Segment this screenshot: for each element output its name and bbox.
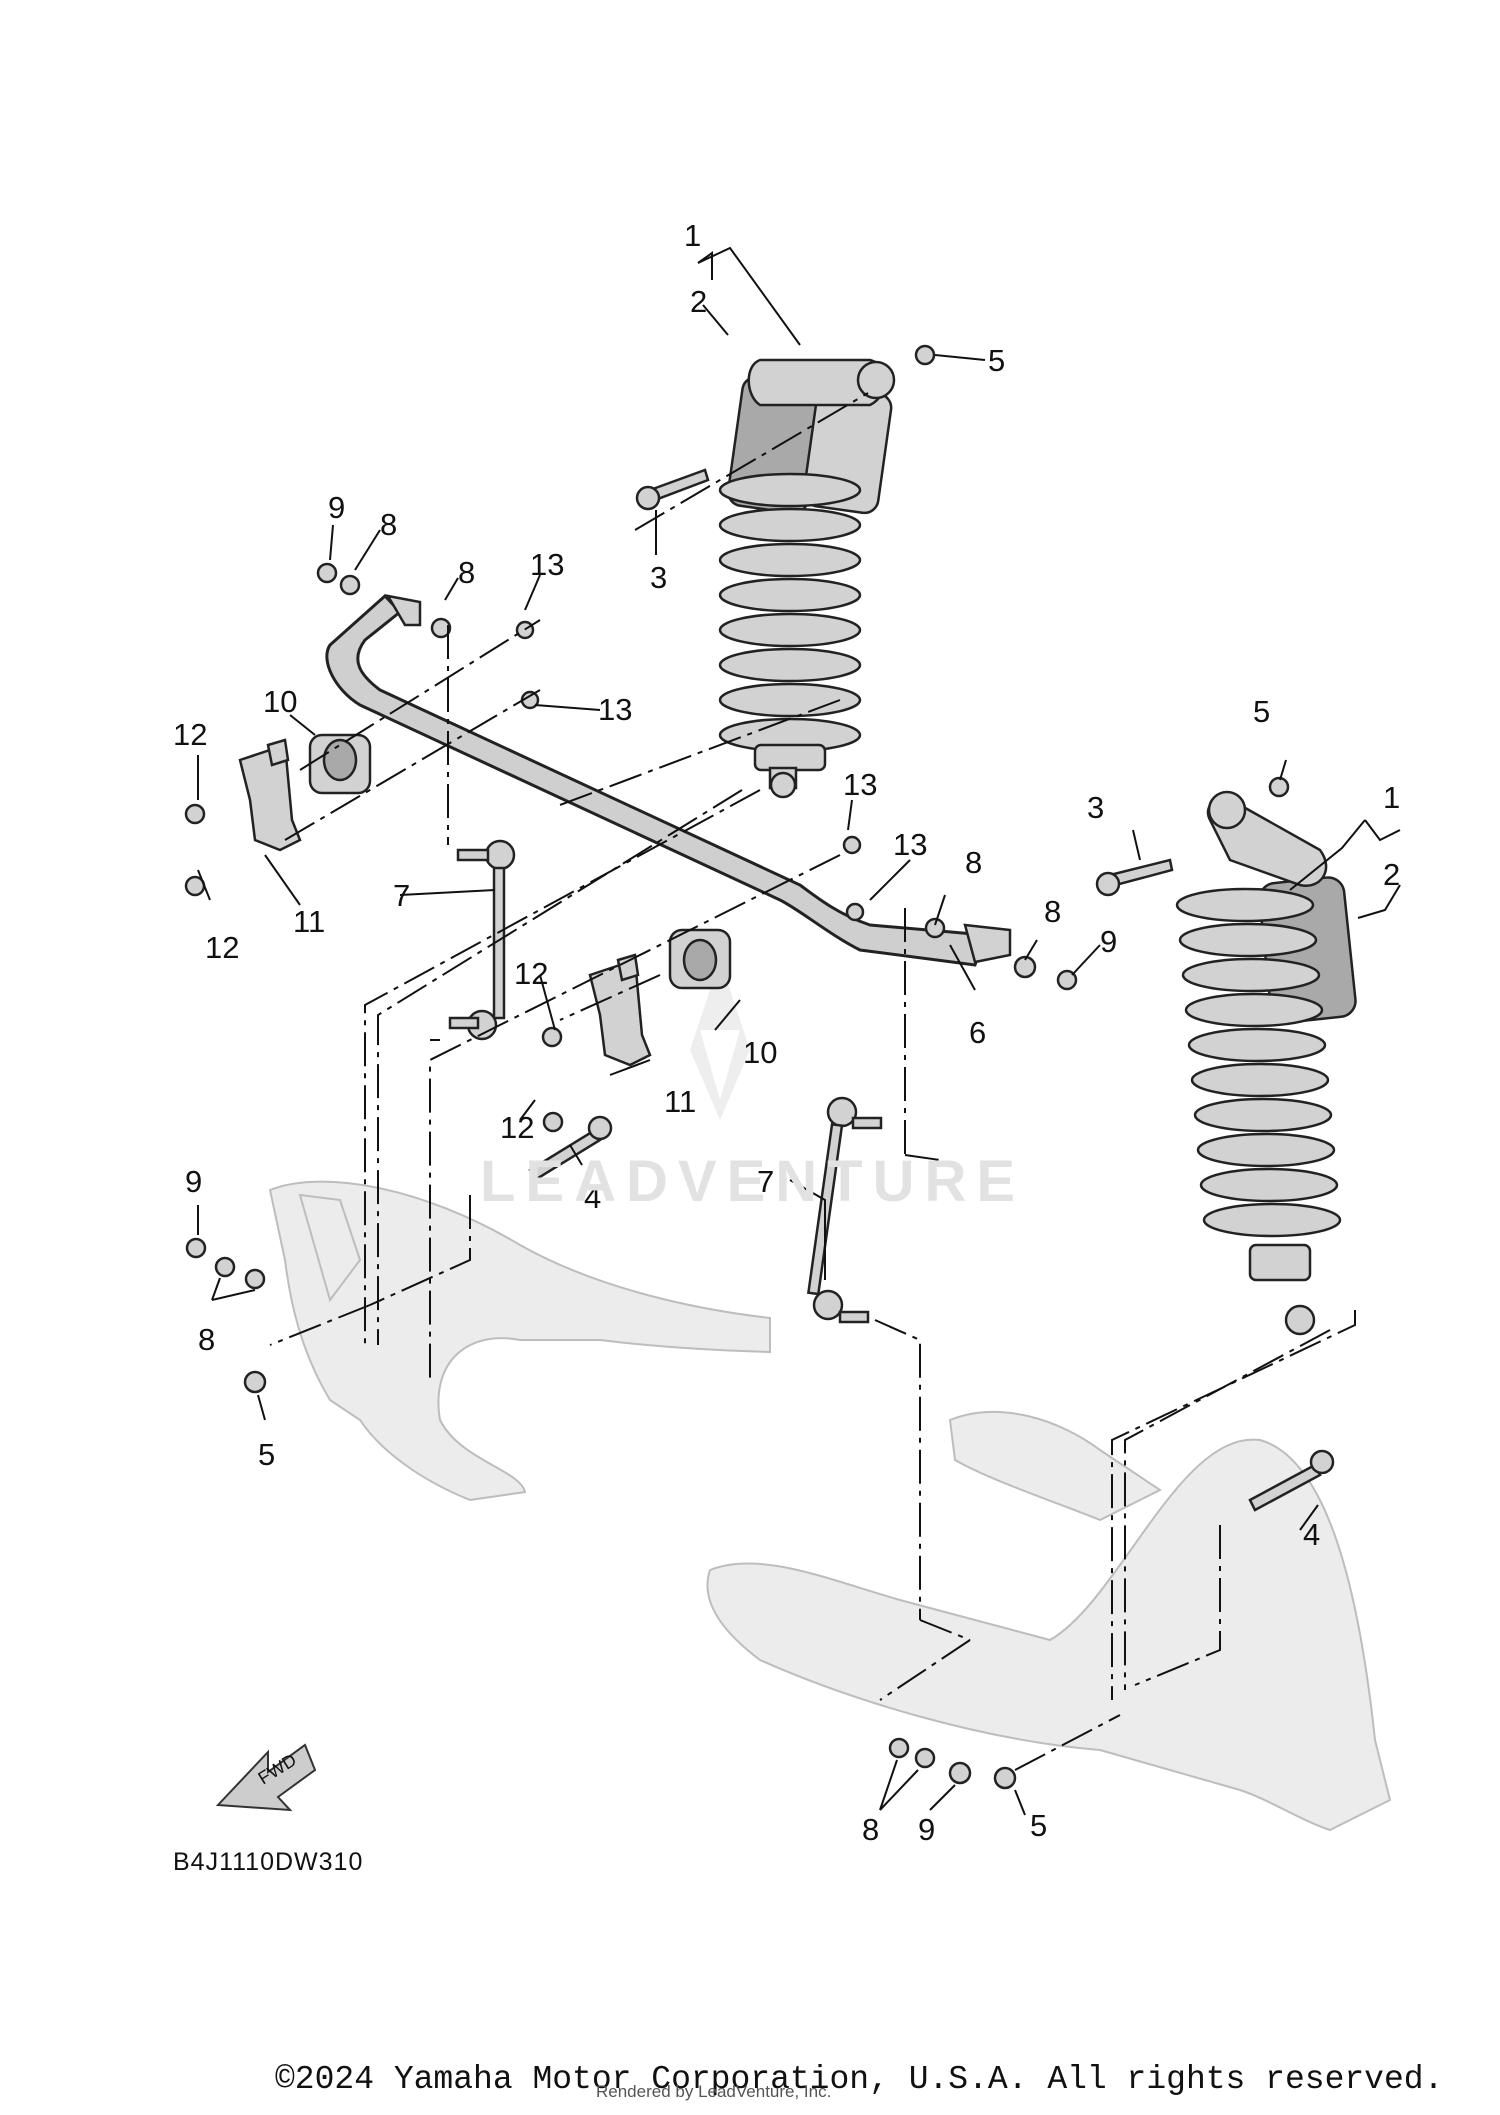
callout-9: 9 (185, 1164, 202, 1199)
copyright-notice: ©2024 Yamaha Motor Corporation, U.S.A. A… (275, 2061, 1444, 2098)
callout-11: 11 (293, 904, 325, 939)
callout-7: 7 (757, 1164, 774, 1199)
callout-10: 10 (263, 684, 297, 719)
coil-spring-left (718, 472, 862, 753)
callout-6: 6 (969, 1015, 986, 1050)
callout-10: 10 (743, 1035, 777, 1070)
callout-8: 8 (380, 507, 397, 542)
bolt-3-right (1095, 858, 1174, 897)
coil-spring-right (1175, 887, 1342, 1238)
callouts: 1 2 5 3 9 8 8 13 13 10 12 12 11 7 13 13 … (173, 218, 1400, 1847)
leader-lines (197, 246, 1401, 1816)
callout-8: 8 (862, 1812, 879, 1847)
callout-2: 2 (690, 284, 707, 319)
watermark-text: LEADVENTURE (480, 1149, 1026, 1214)
shock-absorber-left (718, 358, 896, 799)
bracket-right (588, 953, 652, 1067)
callout-9: 9 (918, 1812, 935, 1847)
callout-12: 12 (514, 956, 548, 991)
diagram-code: B4J1110DW310 (173, 1848, 364, 1876)
link-rod-left (448, 839, 516, 1041)
callout-2: 2 (1383, 857, 1400, 892)
callout-9: 9 (1100, 924, 1117, 959)
callout-7: 7 (393, 878, 410, 913)
callout-13: 13 (530, 547, 564, 582)
bolt-4-left (528, 1115, 613, 1182)
callout-8: 8 (458, 555, 475, 590)
callout-5: 5 (988, 343, 1005, 378)
bolts-12 (184, 803, 564, 1133)
callout-12: 12 (205, 930, 239, 965)
callout-4: 4 (584, 1180, 601, 1215)
callout-5: 5 (1030, 1808, 1047, 1843)
callout-8: 8 (198, 1322, 215, 1357)
swing-arm-right (706, 1411, 1392, 1832)
callout-8: 8 (965, 845, 982, 880)
callout-12: 12 (173, 717, 207, 752)
assembly-lines (269, 392, 1356, 1771)
bolt-3-left (635, 468, 710, 511)
swing-arm-left (268, 1180, 771, 1502)
callout-13: 13 (893, 827, 927, 862)
callout-13: 13 (843, 767, 877, 802)
bushing-left (308, 733, 372, 795)
callout-1: 1 (1383, 780, 1400, 815)
callout-13: 13 (598, 692, 632, 727)
callout-11: 11 (664, 1084, 696, 1119)
bolt-4-right (1248, 1449, 1335, 1512)
callout-8: 8 (1044, 894, 1061, 929)
bracket-left (238, 738, 302, 852)
bushing-right (668, 928, 732, 990)
nuts-washers (185, 344, 1290, 1790)
rendered-by-notice: Rendered by LeadVenture, Inc. (596, 2082, 832, 2101)
callout-4: 4 (1303, 1517, 1320, 1552)
callout-3: 3 (1087, 790, 1104, 825)
callout-3: 3 (650, 560, 667, 595)
stabilizer-bar (325, 593, 1012, 967)
callout-12: 12 (500, 1110, 534, 1145)
watermark-logo (690, 960, 750, 1120)
shock-absorber-right (1175, 790, 1357, 1336)
callout-1: 1 (684, 218, 701, 253)
callout-9: 9 (328, 490, 345, 525)
callout-5: 5 (1253, 694, 1270, 729)
callout-5: 5 (258, 1437, 275, 1472)
fwd-arrow-icon: FWD (215, 1743, 317, 1812)
